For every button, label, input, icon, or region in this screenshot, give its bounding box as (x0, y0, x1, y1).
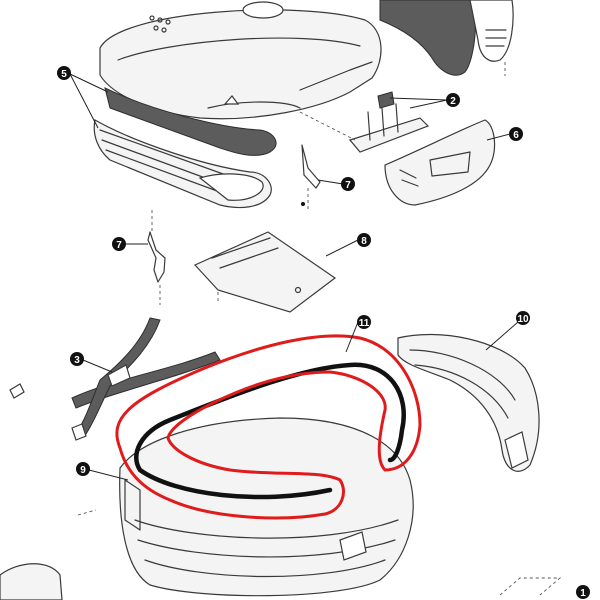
lid-vent-dots (149, 15, 171, 33)
side-panel-left (93, 87, 277, 209)
hinge-arm-upper (301, 144, 321, 210)
svg-text:5: 5 (61, 69, 67, 80)
svg-text:7: 7 (345, 180, 351, 191)
base-plate (193, 231, 337, 313)
callout-5: 5 (57, 66, 71, 80)
leader-lines (69, 73, 519, 481)
svg-text:7: 7 (116, 240, 122, 251)
callout-1: 1 (576, 585, 590, 599)
latch-part (299, 91, 430, 153)
svg-text:6: 6 (513, 130, 519, 141)
svg-text:3: 3 (74, 355, 80, 366)
callout-11: 11 (357, 315, 371, 329)
callout-3: 3 (70, 352, 84, 366)
hardware-bag (499, 577, 562, 596)
callout-6: 6 (509, 127, 523, 141)
callout-7-upper: 7 (341, 177, 355, 191)
svg-text:11: 11 (359, 318, 370, 329)
hinge-arm-lower (147, 210, 166, 305)
callout-7-lower: 7 (112, 237, 126, 251)
base-tub (77, 417, 414, 597)
callout-9: 9 (76, 462, 90, 476)
highlight-outline (115, 334, 422, 520)
bumper-left (0, 563, 63, 600)
svg-text:10: 10 (517, 314, 529, 325)
callout-10: 10 (516, 311, 530, 325)
strap (9, 317, 221, 441)
side-reflector-top (379, 0, 514, 76)
callout-8: 8 (357, 233, 371, 247)
svg-text:1: 1 (580, 588, 586, 599)
svg-text:2: 2 (450, 96, 456, 107)
side-panel-right (397, 333, 540, 472)
svg-text:9: 9 (80, 465, 86, 476)
svg-text:8: 8 (361, 236, 367, 247)
logo-panel (384, 119, 496, 206)
lid (99, 1, 382, 120)
callout-2: 2 (446, 93, 460, 107)
